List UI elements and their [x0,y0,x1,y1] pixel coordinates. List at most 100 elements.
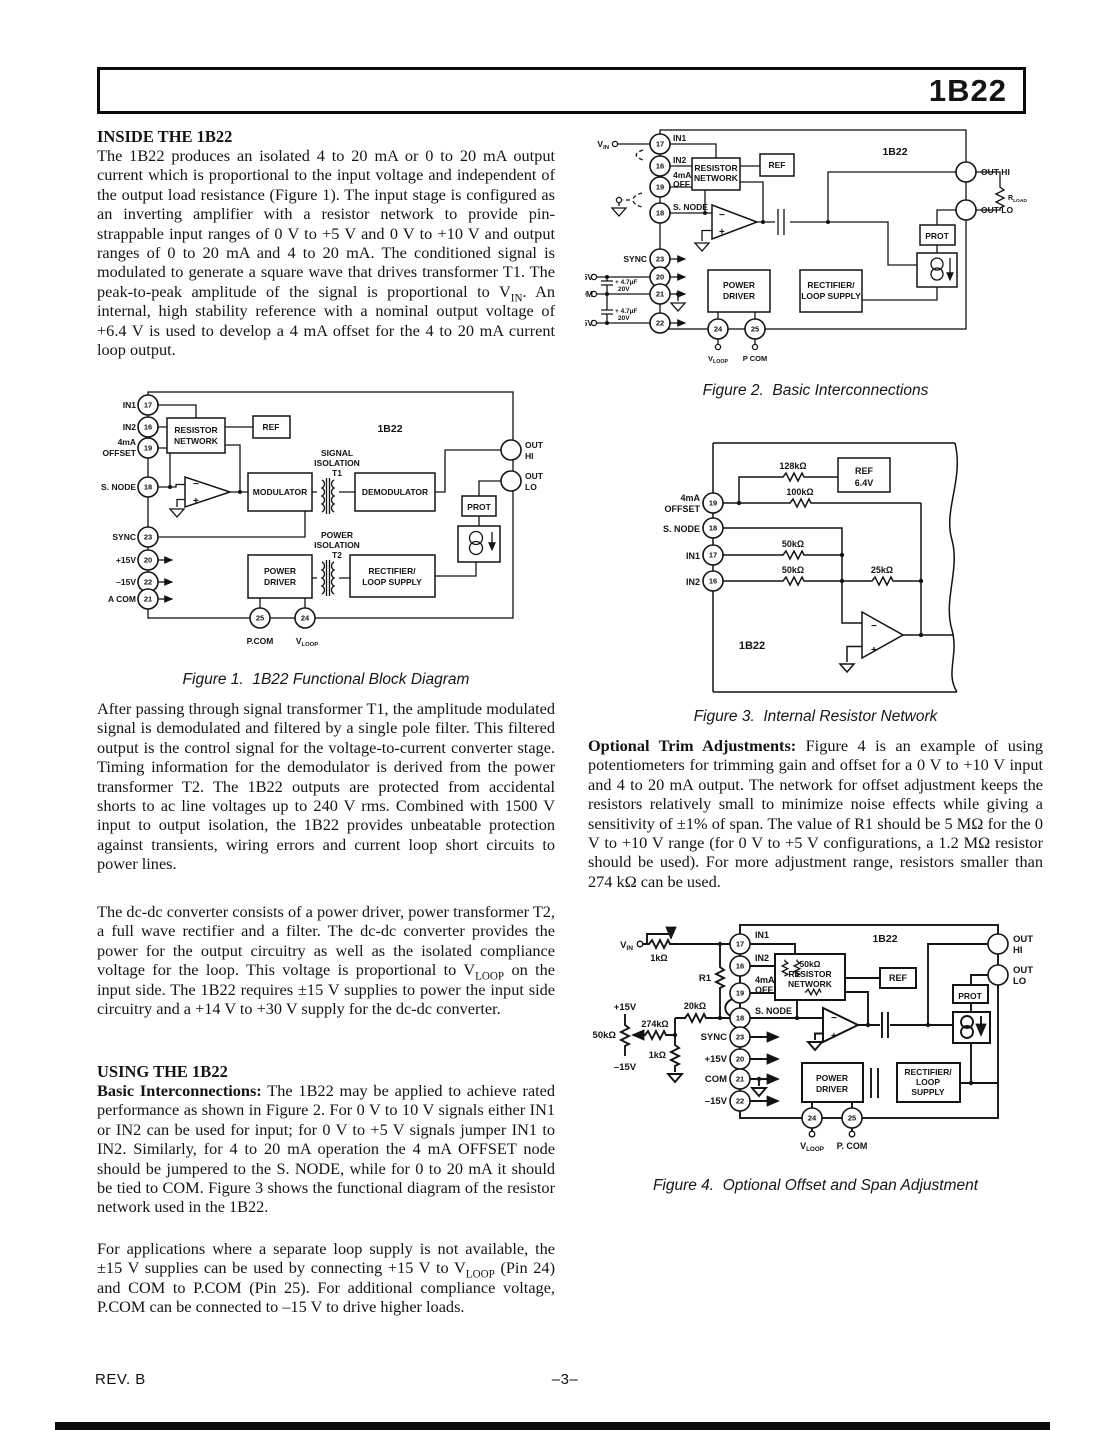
schematic-label: ISOLATION [314,540,360,550]
schematic-label: R1 [699,973,712,984]
header-bar: 1B22 [97,67,1026,114]
schematic-label: A COM [108,594,136,604]
schematic-label: OUT [525,440,544,450]
schematic-label: + [871,645,877,656]
schematic-label: POWER [264,566,296,576]
schematic-label: 17 [736,940,744,949]
schematic-label: OFF [673,179,690,189]
footer-bar [55,1422,1050,1430]
schematic-label: REF [889,973,908,983]
schematic-label: LOOP SUPPLY [362,577,422,587]
schematic-label: HI [1013,945,1023,956]
schematic-label: 4mA [118,437,136,447]
schematic-label: REF [769,160,786,170]
schematic-label: +15V [585,272,593,282]
schematic-label: OFFSET [102,448,136,458]
schematic-label: S. NODE [101,482,136,492]
schematic-label: IN2 [673,155,687,165]
schematic-label: –15V [116,577,136,587]
schematic-label: 20V [618,315,630,322]
schematic-label: 17 [144,401,152,410]
schematic-label: 21 [144,595,152,604]
schematic-label: 1B22 [872,933,897,945]
schematic-label: 1B22 [377,423,402,435]
schematic-label: 19 [736,989,744,998]
schematic-label: + 4.7µF [615,279,637,286]
schematic-label: DRIVER [816,1084,848,1094]
schematic-label: 16 [656,162,664,171]
schematic-label: +15V [614,1002,637,1013]
schematic-label: 20 [656,273,664,282]
schematic-label: VLOOP [296,636,318,648]
schematic-label: IN2 [755,953,769,963]
schematic-label: 50kΩ [782,565,804,575]
schematic-label: 23 [144,533,152,542]
schematic-label: MODULATOR [253,487,307,497]
schematic-label: 24 [301,614,310,623]
schematic-label: 1kΩ [650,953,667,963]
schematic-label: IN1 [123,400,137,410]
schematic-label: COM [705,1074,727,1085]
schematic-label: P. COM [837,1141,868,1151]
schematic-label: –15V [585,318,593,328]
paragraph-intro: The 1B22 produces an isolated 4 to 20 mA… [97,146,556,360]
schematic-label: POWER [723,280,755,290]
schematic-label: 6.4V [855,478,874,488]
schematic-label: LOOP SUPPLY [801,291,861,301]
schematic-label: 22 [736,1097,744,1106]
schematic-label: 20kΩ [684,1001,706,1011]
paragraph-demod: After passing through signal transformer… [97,699,555,874]
schematic-label: NETWORK [174,436,219,446]
schematic-label: 22 [144,578,152,587]
figure3-caption: Figure 3. Internal Resistor Network [693,708,938,725]
figure2-caption: Figure 2. Basic Interconnections [702,382,929,399]
schematic-label: RECTIFIER/ [904,1067,952,1077]
schematic-label: 18 [736,1014,744,1023]
schematic-label: S. NODE [755,1006,792,1016]
schematic-label: PROT [467,502,491,512]
schematic-label: P COM [743,354,767,363]
schematic-label: SUPPLY [911,1087,945,1097]
schematic-label: 50kΩ [782,539,804,549]
section-heading-inside: INSIDE THE 1B22 [97,127,233,146]
schematic-label: 19 [656,183,664,192]
schematic-label: 4mA [673,170,691,180]
paragraph-lead: Optional Trim Adjustments: [588,736,797,755]
schematic-label: RLOAD [1008,195,1027,204]
schematic-label: + 4.7µF [615,308,637,315]
schematic-label: 19 [144,444,152,453]
schematic-label: LOOP [916,1077,940,1087]
schematic-label: DRIVER [723,291,755,301]
schematic-label: 23 [736,1033,744,1042]
section-heading-using: USING THE 1B22 [97,1062,228,1081]
schematic-label: 16 [736,962,744,971]
schematic-label: 25kΩ [871,565,893,575]
schematic-label: VLOOP [800,1141,824,1153]
schematic-label: VIN [620,940,633,952]
schematic-label: REF [263,422,280,432]
schematic-label: 16 [709,577,717,586]
schematic-label: REF [855,466,874,476]
schematic-label: ISOLATION [314,458,360,468]
schematic-label: OUT LO [981,205,1013,215]
schematic-label: PROT [925,231,949,241]
schematic-label: POWER [321,530,353,540]
schematic-label: –15V [705,1096,728,1107]
schematic-label: 17 [656,140,664,149]
schematic-label: 25 [848,1114,856,1123]
schematic-label: − [871,621,877,632]
schematic-label: RECTIFIER/ [807,280,855,290]
schematic-label: RESISTOR [174,425,217,435]
schematic-label: OUT [525,471,544,481]
schematic-label: 4mA [680,493,700,503]
figure4-offset-span-adjustment-schematic: VIN1kΩR1+15V50kΩ–15V274kΩ1kΩ20kΩIN1IN24m… [593,924,1033,1153]
schematic-label: –15V [614,1062,637,1073]
schematic-label: OUT [1013,965,1033,976]
schematic-label: 18 [144,483,152,492]
schematic-label: 100kΩ [786,487,813,497]
schematic-label: SYNC [623,254,647,264]
schematic-label: 21 [736,1075,744,1084]
schematic-label: 18 [656,209,664,218]
